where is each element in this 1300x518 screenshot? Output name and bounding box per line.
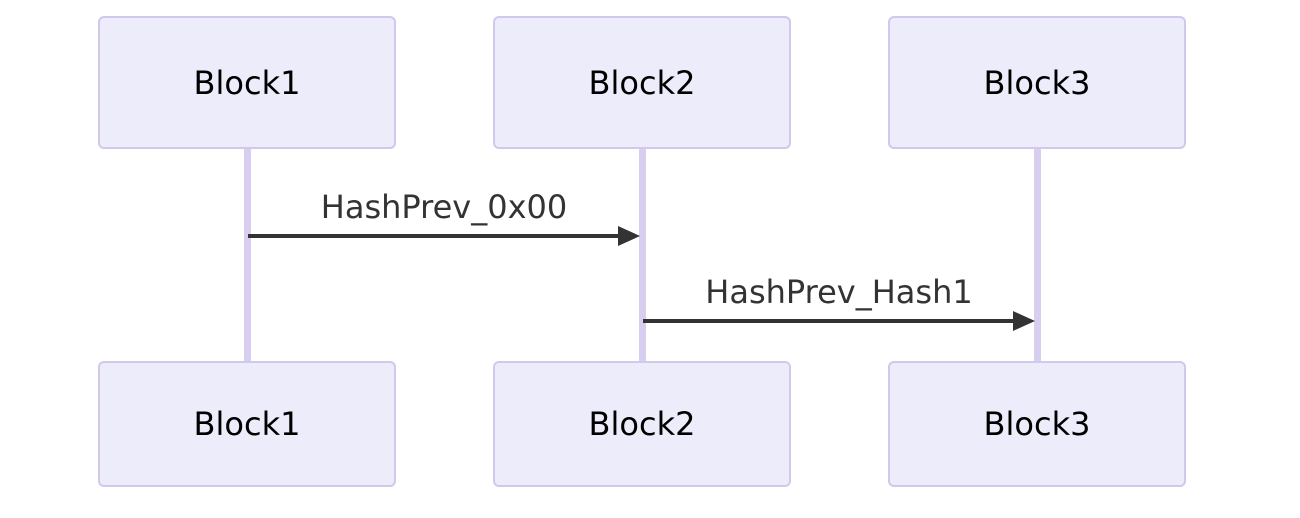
actor-label: Block1 [193,63,301,102]
actor-box-top-block1: Block1 [98,16,396,149]
actor-box-bottom-block3: Block3 [888,361,1186,487]
actor-label: Block2 [588,405,696,443]
message-label-hashprev-0x00: HashPrev_0x00 [320,188,568,226]
arrowhead-icon [618,226,640,246]
lifeline-block2 [639,147,646,365]
actor-label: Block3 [983,405,1091,443]
actor-box-bottom-block1: Block1 [98,361,396,487]
message-line-1 [248,234,620,238]
actor-label: Block1 [193,405,301,443]
actor-label: Block2 [588,63,696,102]
actor-box-top-block2: Block2 [493,16,791,149]
message-label-hashprev-hash1: HashPrev_Hash1 [705,273,973,311]
arrowhead-icon [1013,311,1035,331]
actor-box-top-block3: Block3 [888,16,1186,149]
lifeline-block1 [244,147,251,365]
actor-label: Block3 [983,63,1091,102]
message-line-2 [643,319,1015,323]
lifeline-block3 [1034,147,1041,365]
actor-box-bottom-block2: Block2 [493,361,791,487]
